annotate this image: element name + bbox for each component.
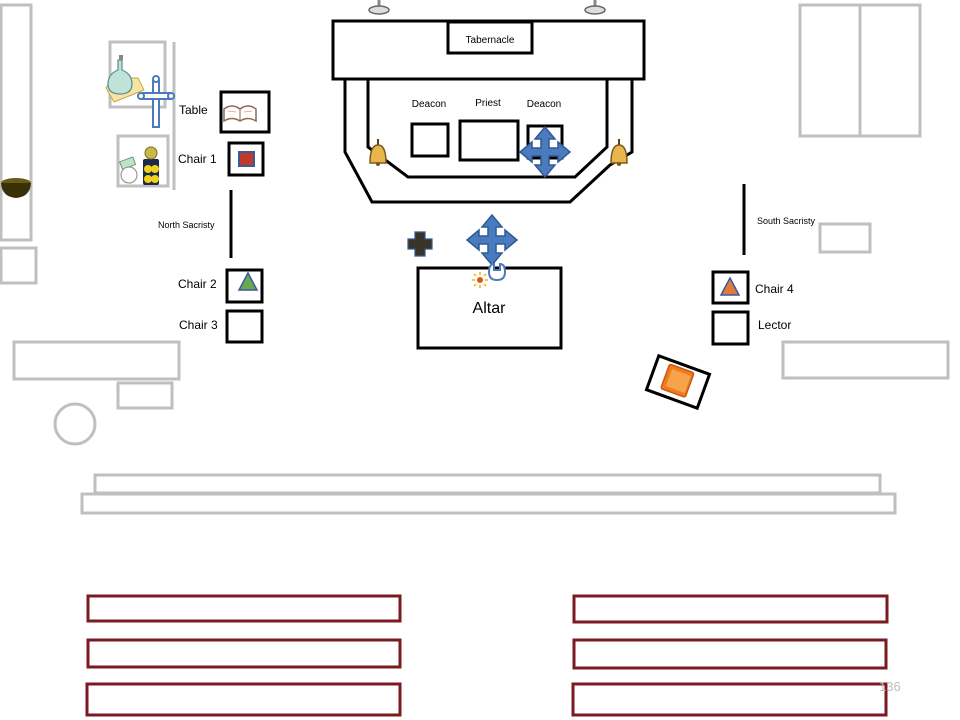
pew-right-3 <box>571 682 888 717</box>
credence-shelf-upper <box>108 40 167 109</box>
processional-cross-icon <box>137 75 175 128</box>
tabernacle-box <box>446 20 534 55</box>
tabernacle-candlestick-left <box>368 0 390 15</box>
pew-left-1 <box>86 594 402 623</box>
chair-2-label: Chair 2 <box>178 277 217 291</box>
deacon-right-label: Deacon <box>527 99 561 110</box>
chalice-outline-icon <box>487 262 507 282</box>
pew-right-1 <box>572 594 889 624</box>
sun-icon <box>472 272 488 288</box>
pew-right-2 <box>572 638 888 670</box>
chair-1-marker <box>238 151 255 167</box>
left-bench <box>12 340 181 381</box>
person-cross-icon <box>407 231 433 257</box>
chair-1-label: Chair 1 <box>178 152 217 166</box>
altar-rail-lower <box>80 492 897 515</box>
left-wall-block <box>0 246 38 285</box>
priest-label: Priest <box>475 98 501 109</box>
lectionary-icon <box>644 353 712 411</box>
triangle-icon <box>237 271 259 291</box>
right-bench <box>781 340 950 380</box>
page-number: 136 <box>879 679 901 694</box>
pew-left-3 <box>85 682 402 717</box>
triangle-icon <box>719 276 741 296</box>
chair-4-label: Chair 4 <box>755 282 794 296</box>
north-sacristy-label: North Sacristy <box>158 220 215 230</box>
lector-chair <box>711 310 750 346</box>
south-sacristy-label: South Sacristy <box>757 216 816 226</box>
lector-label: Lector <box>758 318 791 332</box>
apse-inner <box>366 79 609 179</box>
tabernacle-candlestick-right <box>584 0 606 15</box>
altar-label: Altar <box>473 300 507 317</box>
tabernacle-label: Tabernacle <box>466 35 515 46</box>
book-icon <box>223 105 257 123</box>
left-wall-column <box>0 3 33 242</box>
credence-shelf-lower <box>116 134 170 188</box>
right-small-block <box>818 222 872 254</box>
chalice-icon <box>119 146 159 185</box>
apse-outer <box>343 79 634 204</box>
move-arrows-icon <box>518 125 572 179</box>
chair-3-label: Chair 3 <box>179 318 218 332</box>
left-step <box>116 381 174 410</box>
move-arrows-icon <box>465 213 519 267</box>
bell-icon <box>369 139 387 166</box>
altar <box>416 266 563 350</box>
chair-4 <box>711 270 750 305</box>
cruets-icon <box>105 55 145 103</box>
bowl-icon <box>1 178 31 198</box>
chair-3 <box>225 309 264 344</box>
deacon-seat-left <box>410 122 450 158</box>
bell-icon <box>610 139 628 166</box>
priest-seat <box>458 119 520 162</box>
table-label: Table <box>179 103 208 117</box>
pew-left-2 <box>86 638 402 669</box>
altar-rail-upper <box>93 473 882 495</box>
baptismal-font <box>53 402 97 446</box>
deacon-left-label: Deacon <box>412 99 446 110</box>
